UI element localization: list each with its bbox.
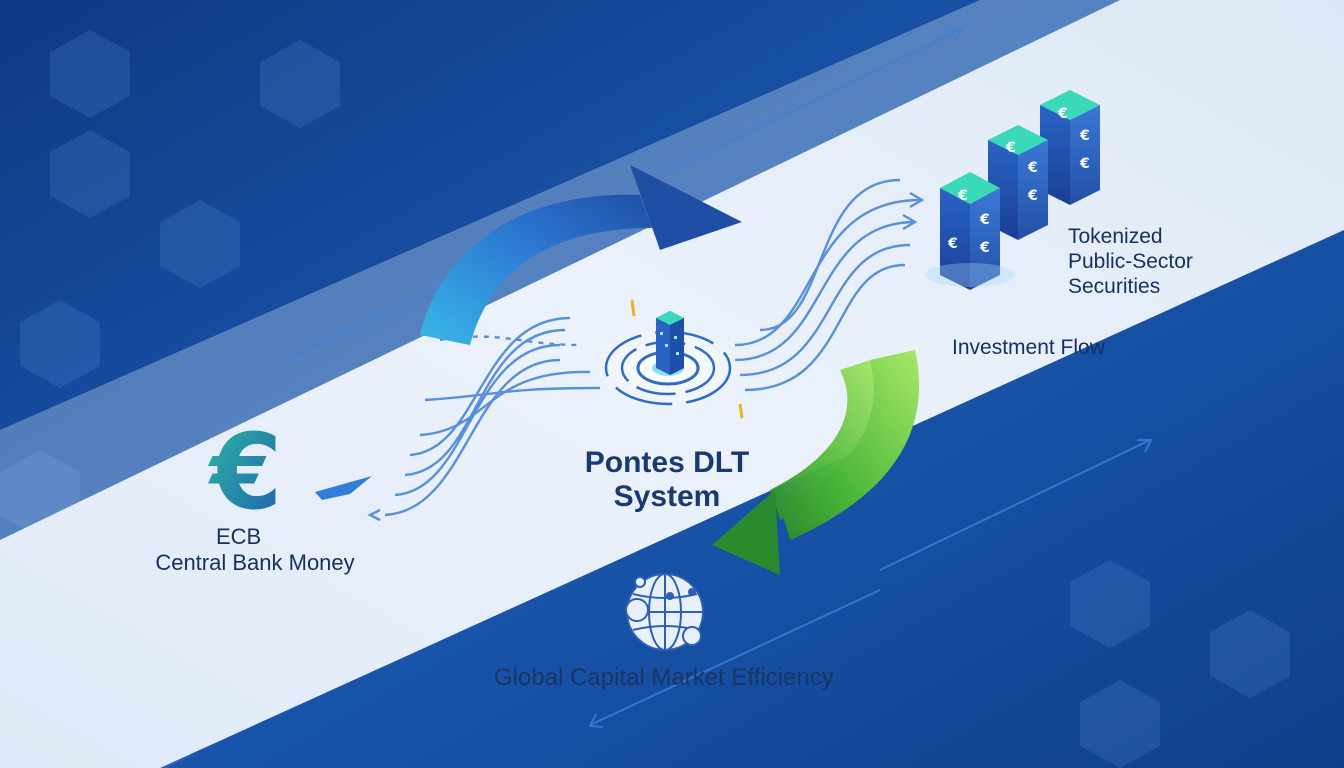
dlt-tower-icon: [656, 311, 684, 375]
token-block-icon: [925, 90, 1100, 290]
global-capital-market-label: Global Capital Market Efficiency: [494, 664, 834, 691]
token-euro: €: [1005, 140, 1016, 156]
token-euro: €: [947, 236, 958, 252]
token-euro: €: [1079, 128, 1090, 144]
flow-lines-right: [734, 178, 925, 392]
globe-icon: [625, 573, 704, 651]
token-euro: €: [1027, 160, 1038, 176]
investment-flow-label: Investment Flow: [952, 336, 1105, 359]
token-euro: €: [1079, 156, 1090, 172]
tokenized-label-line-1: Tokenized: [1068, 225, 1163, 248]
green-curved-arrow: [712, 350, 920, 575]
tokenized-label-line-2: Public-Sector: [1068, 250, 1193, 274]
euro-symbol: €: [208, 411, 282, 533]
ecb-central-bank-money-label: ECB Central Bank Money: [140, 524, 370, 576]
pontes-dlt-system-label: Pontes DLT System: [562, 446, 772, 514]
tokenized-securities-label: Tokenized Public-Sector Securities: [1068, 224, 1193, 300]
ecb-label-line-2: Central Bank Money: [155, 549, 355, 575]
ecb-label-line-1: ECB: [216, 524, 262, 549]
token-euro: €: [1057, 106, 1068, 122]
token-euro-marks: € € € € € € € € € €: [947, 106, 1090, 256]
blue-curved-arrow: [420, 165, 742, 345]
diagonal-band-haze: [0, 0, 1120, 540]
flow-lines-left: [367, 316, 601, 522]
token-euro: €: [957, 188, 968, 204]
small-arrow-icon: [315, 476, 372, 500]
pontes-label-line-1: Pontes DLT: [584, 446, 750, 479]
euro-icon: €: [208, 411, 282, 533]
token-euro: €: [979, 212, 990, 228]
tokenized-label-line-3: Securities: [1068, 275, 1161, 299]
pontes-label-line-2: System: [613, 479, 721, 513]
token-euro: €: [979, 240, 990, 256]
token-euro: €: [1027, 188, 1038, 204]
